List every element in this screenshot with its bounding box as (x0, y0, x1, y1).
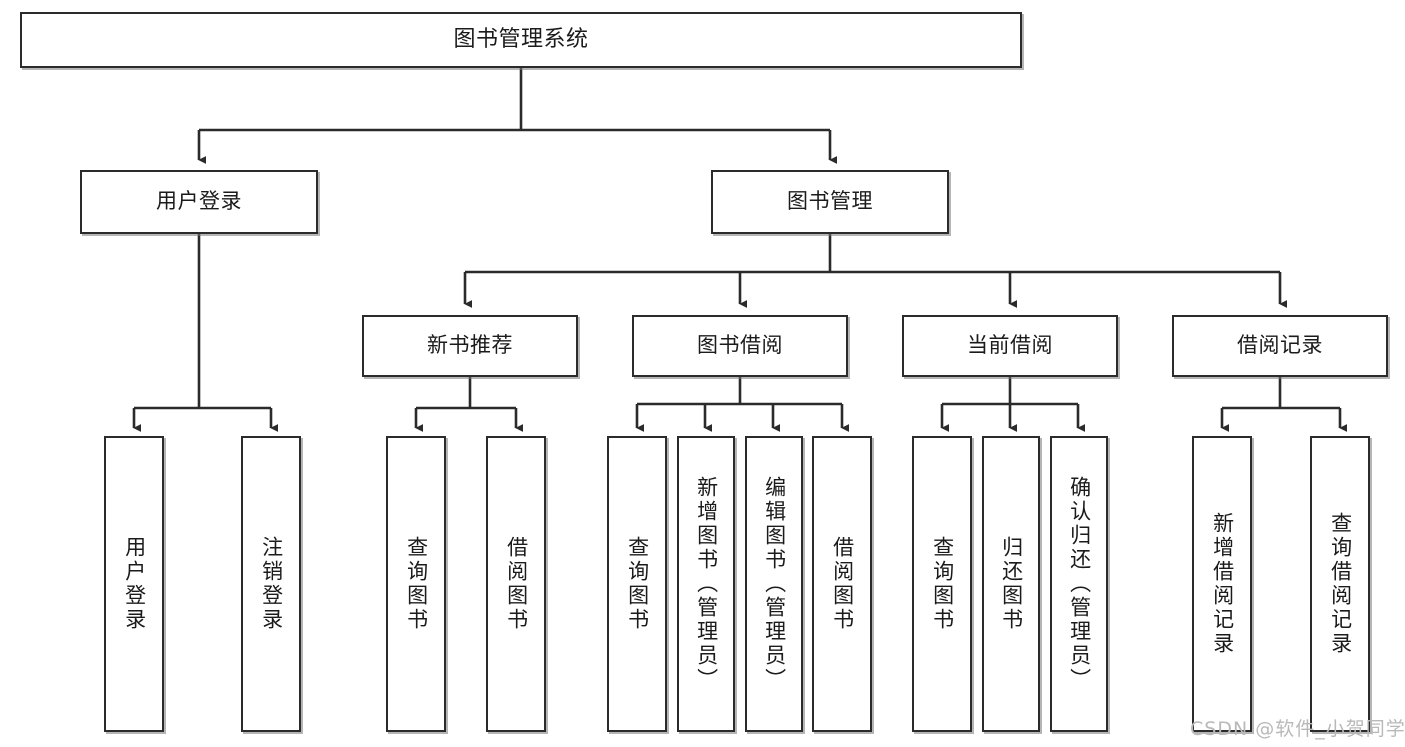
leaf-record-add-record[interactable]: 新增借阅记录 (1192, 436, 1252, 732)
leaf-borrow-edit-book-admin[interactable]: 编辑图书（管理员） (745, 436, 803, 732)
node-label: 查询借阅记录 (1328, 512, 1353, 656)
leaf-current-confirm-return-admin[interactable]: 确认归还（管理员） (1050, 436, 1108, 732)
node-label: 借阅图书 (504, 536, 529, 632)
leaf-record-query-record[interactable]: 查询借阅记录 (1310, 436, 1370, 732)
leaf-user-login-logout[interactable]: 注销登录 (241, 436, 301, 732)
node-label: 查询图书 (930, 536, 955, 632)
node-borrow-record[interactable]: 借阅记录 (1172, 315, 1388, 377)
leaf-borrow-query-book[interactable]: 查询图书 (607, 436, 667, 732)
leaf-borrow-borrow-book[interactable]: 借阅图书 (812, 436, 872, 732)
node-label: 图书管理 (787, 189, 873, 214)
node-label: 注销登录 (259, 536, 284, 632)
csdn-watermark: CSDN @软件_小贺同学 (1190, 718, 1405, 740)
node-current-borrow[interactable]: 当前借阅 (902, 315, 1118, 377)
node-label: 用户登录 (156, 189, 242, 214)
node-label: 用户登录 (122, 536, 147, 632)
node-label: 查询图书 (625, 536, 650, 632)
leaf-recommend-query-book[interactable]: 查询图书 (386, 436, 446, 732)
node-label: 图书借阅 (697, 333, 783, 358)
node-label: 确认归还（管理员） (1067, 476, 1092, 692)
node-label: 新增借阅记录 (1210, 512, 1235, 656)
node-label: 当前借阅 (967, 333, 1053, 358)
node-new-book-recommend[interactable]: 新书推荐 (362, 315, 578, 377)
node-label: 编辑图书（管理员） (762, 476, 787, 692)
node-label: 查询图书 (404, 536, 429, 632)
node-root-system[interactable]: 图书管理系统 (20, 12, 1022, 68)
node-label: 借阅图书 (830, 536, 855, 632)
node-label: 新书推荐 (427, 333, 513, 358)
leaf-borrow-add-book-admin[interactable]: 新增图书（管理员） (677, 436, 735, 732)
node-label: 新增图书（管理员） (694, 476, 719, 692)
node-label: 借阅记录 (1237, 333, 1323, 358)
node-book-management[interactable]: 图书管理 (711, 170, 949, 234)
leaf-user-login-login[interactable]: 用户登录 (104, 436, 164, 732)
node-book-borrow[interactable]: 图书借阅 (632, 315, 848, 377)
node-label: 归还图书 (999, 536, 1024, 632)
node-label: 图书管理系统 (453, 26, 589, 52)
leaf-recommend-borrow-book[interactable]: 借阅图书 (486, 436, 546, 732)
node-user-login[interactable]: 用户登录 (80, 170, 318, 234)
leaf-current-return-book[interactable]: 归还图书 (982, 436, 1040, 732)
leaf-current-query-book[interactable]: 查询图书 (912, 436, 972, 732)
